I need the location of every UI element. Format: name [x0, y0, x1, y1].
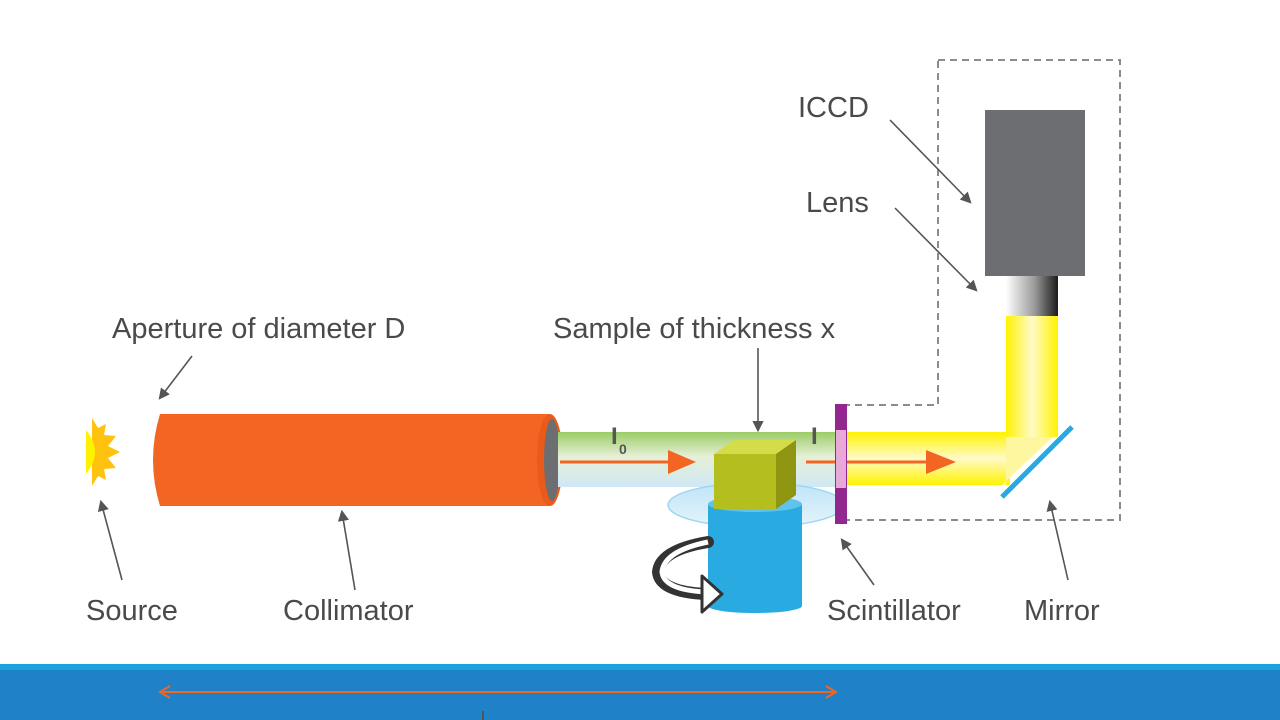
- sample-label: Sample of thickness x: [553, 313, 836, 345]
- mirror-leader: [1046, 499, 1069, 581]
- scintillator-glow: [836, 430, 846, 488]
- source-leader: [97, 499, 123, 581]
- scintillator-label: Scintillator: [827, 595, 961, 627]
- footer-bar: [0, 670, 1280, 720]
- scintillator-leader: [840, 538, 875, 586]
- aperture-leader: [158, 355, 193, 400]
- transmitted-beam-arrowhead: [926, 450, 956, 474]
- transmitted-intensity-symbol: I: [811, 423, 818, 450]
- source-label: Source: [86, 595, 178, 627]
- lens-label: Lens: [806, 187, 869, 219]
- mirror-label: Mirror: [1024, 595, 1100, 627]
- camera-body: [985, 110, 1085, 276]
- sample-cube: [714, 440, 796, 509]
- incident-intensity-symbol: I: [611, 423, 618, 450]
- collimator-leader: [337, 509, 356, 591]
- rotation-arrow-icon: [651, 536, 724, 614]
- camera-lens: [1006, 276, 1058, 316]
- collimator: [153, 414, 563, 506]
- double-arrow-icon: [158, 685, 838, 699]
- aperture-label: Aperture of diameter D: [112, 313, 405, 345]
- collimator-label: Collimator: [283, 595, 414, 627]
- light-beam-corner: [1002, 432, 1058, 485]
- footer-bar-top-stripe: [0, 664, 1280, 670]
- sun-burst-icon: [86, 418, 120, 486]
- mirror: [1000, 425, 1074, 499]
- icc-label: ICCD: [798, 92, 869, 124]
- icc-leader: [889, 119, 972, 204]
- incident-beam-arrowhead: [668, 450, 696, 474]
- lens-leader: [894, 207, 978, 292]
- incident-intensity-subscript: 0: [619, 441, 627, 457]
- light-beam-vertical: [1006, 312, 1058, 437]
- rotation-stage: [667, 482, 845, 613]
